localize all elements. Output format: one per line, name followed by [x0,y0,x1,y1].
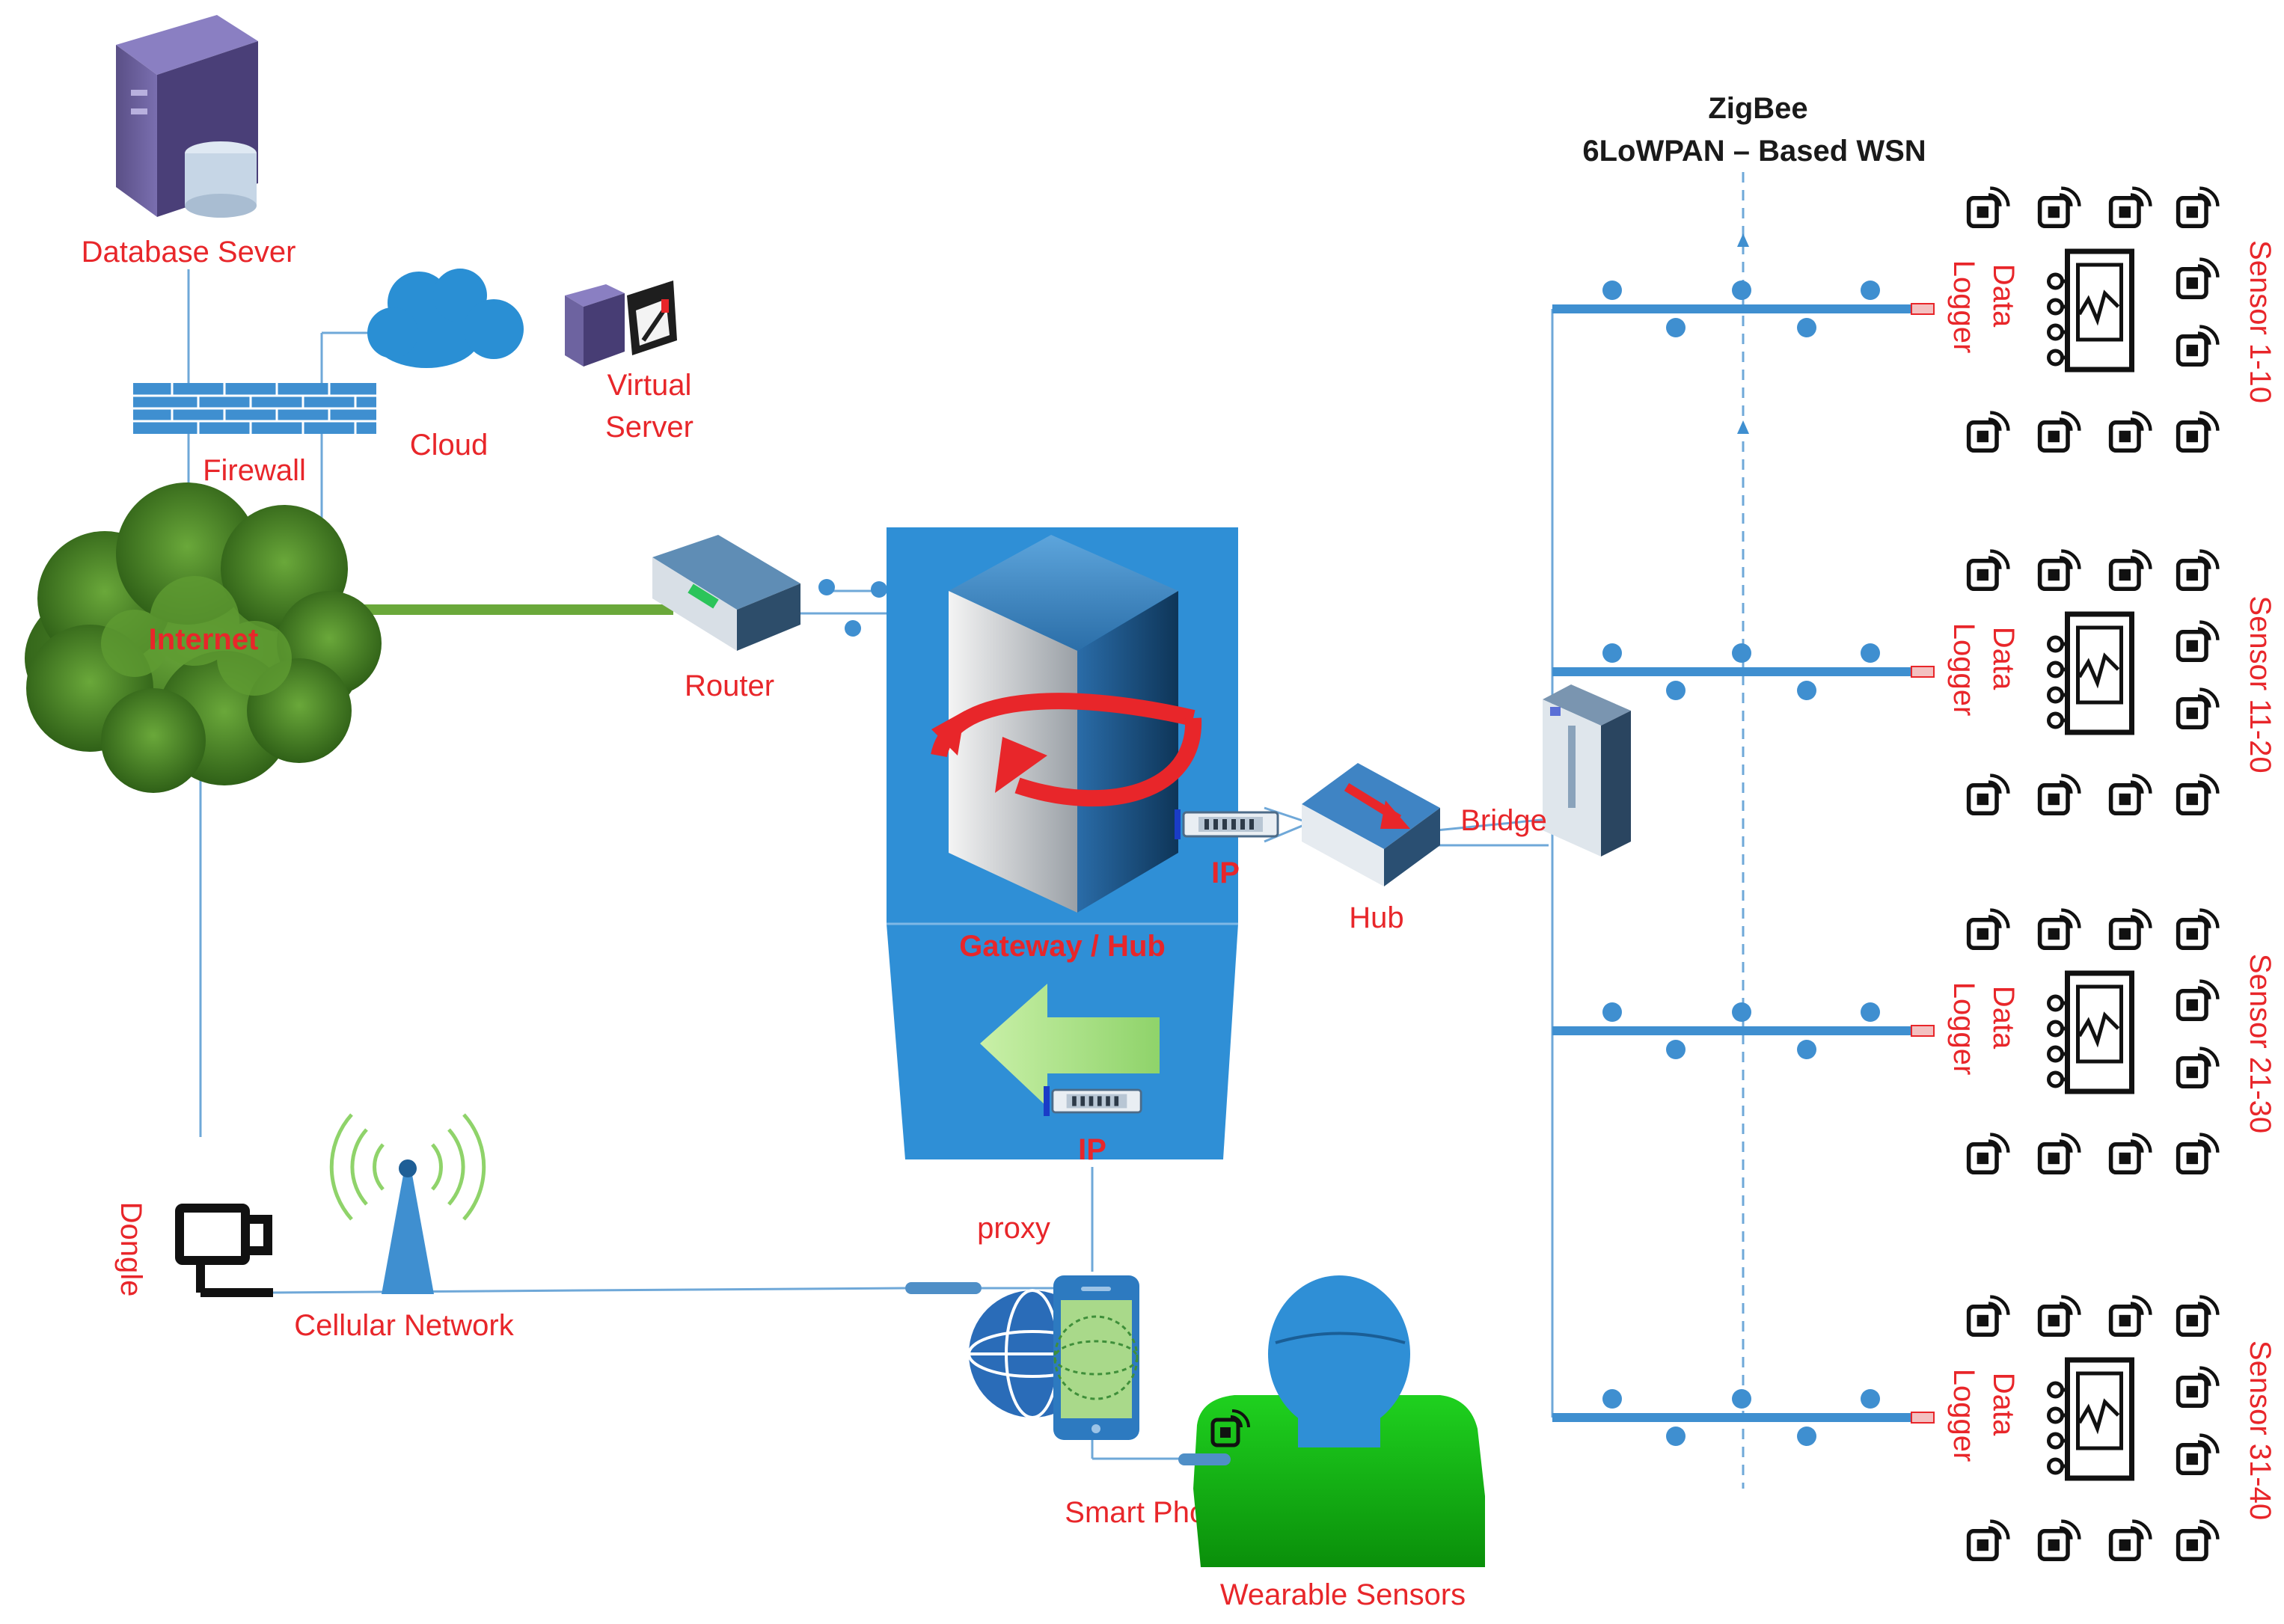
database-server-label: Database Sever [82,236,296,269]
smartphone-icon [1053,1275,1139,1440]
ip-module-top [1175,809,1279,839]
cellular-network[interactable]: Cellular Network [294,1113,982,1342]
wearable-connector [1178,1453,1231,1465]
gateway-label: Gateway / Hub [959,930,1166,963]
ip-label-top: IP [1211,857,1240,889]
wsn-dashed-backbone [1737,172,1749,1489]
internet-label: Internet [149,623,259,656]
router[interactable]: Router [652,535,887,702]
virtual-server-icon [565,281,677,367]
internet-cloud-icon [25,482,382,793]
sensor-group-1[interactable]: Data Logger Sensor 1-10 [1552,189,2277,451]
virtual-server-label-line2: Server [605,411,694,444]
hub[interactable]: Hub [1302,763,1440,934]
proxy-label: proxy [977,1212,1050,1245]
data-logger-icon [2049,973,2132,1091]
wearable-sensors[interactable]: Wearable Sensors [1178,1275,1485,1611]
data-logger-label-line1: Data [1987,1373,2020,1436]
server-database-icon [116,15,258,218]
cloud-label: Cloud [410,429,489,462]
data-logger-icon [2049,1360,2132,1478]
wsn-nodes [1602,1389,1880,1446]
cellular-label: Cellular Network [294,1309,514,1342]
gateway-server-icon [931,535,1202,913]
ip-module-bottom [1044,1086,1142,1116]
sensor-group-2[interactable]: Data Logger Sensor 11-20 [1552,551,2277,814]
gateway-arrow-icon [980,984,1160,1107]
cloud[interactable]: Cloud [367,269,524,462]
data-logger-icon [2049,614,2132,732]
wsn-title-line1: ZigBee [1708,92,1807,125]
internet[interactable]: Internet [25,482,382,793]
sensor-group-3[interactable]: Data Logger Sensor 21-30 [1552,910,2277,1173]
internet-highlights [101,576,292,696]
wsn-nodes [1602,1002,1880,1059]
dongle-icon [175,1204,273,1297]
cloud-icon [367,269,524,368]
data-logger-label-line2: Logger [1947,623,1980,717]
hub-icon [1302,763,1440,886]
wsn-title-line2: 6LoWPAN – Based WSN [1582,135,1926,168]
bridge-icon [1543,684,1631,857]
dongle-label: Dongle [114,1202,147,1297]
database-server[interactable]: Database Sever [82,15,296,269]
bridge[interactable]: Bridge [1460,684,1631,857]
virtual-server-label-line1: Virtual [607,369,692,402]
sensor-group-4[interactable]: Data Logger Sensor 31-40 [1552,1297,2277,1560]
bridge-label: Bridge [1460,804,1547,837]
ip-label-bottom: IP [1078,1133,1106,1166]
sensor-range-label: Sensor 11-20 [2244,595,2277,773]
router-label: Router [685,669,774,702]
router-icon [652,535,800,651]
firewall[interactable]: Firewall [133,383,376,487]
wearable-label: Wearable Sensors [1220,1578,1466,1611]
data-logger-icon [2049,251,2132,370]
firewall-label: Firewall [203,454,306,487]
wsn-nodes [1602,281,1880,337]
router-link-dots [818,579,887,637]
firewall-icon [133,383,376,434]
virtual-server[interactable]: Virtual Server [565,281,694,444]
wsn-nodes [1602,643,1880,700]
cell-tower-icon [329,1113,486,1294]
data-logger-label-line1: Data [1987,986,2020,1050]
person-icon [1193,1275,1485,1567]
dongle[interactable]: Dongle [114,1202,273,1297]
sensor-range-label: Sensor 31-40 [2244,1340,2277,1520]
data-logger-label-line2: Logger [1947,982,1980,1076]
data-logger-label-line2: Logger [1947,260,1980,354]
wsn-title: ZigBee 6LoWPAN – Based WSN [1582,92,1926,168]
sensor-range-label: Sensor 1-10 [2244,240,2277,403]
cellular-link-connector [905,1282,982,1294]
sensor-range-label: Sensor 21-30 [2244,954,2277,1133]
data-logger-label-line1: Data [1987,627,2020,690]
hub-label: Hub [1349,901,1403,934]
data-logger-label-line1: Data [1987,264,2020,328]
smartphone[interactable]: Smart Phone [967,1275,1240,1529]
data-logger-label-line2: Logger [1947,1369,1980,1462]
gateway-hub[interactable]: Gateway / Hub IP IP [887,527,1279,1166]
